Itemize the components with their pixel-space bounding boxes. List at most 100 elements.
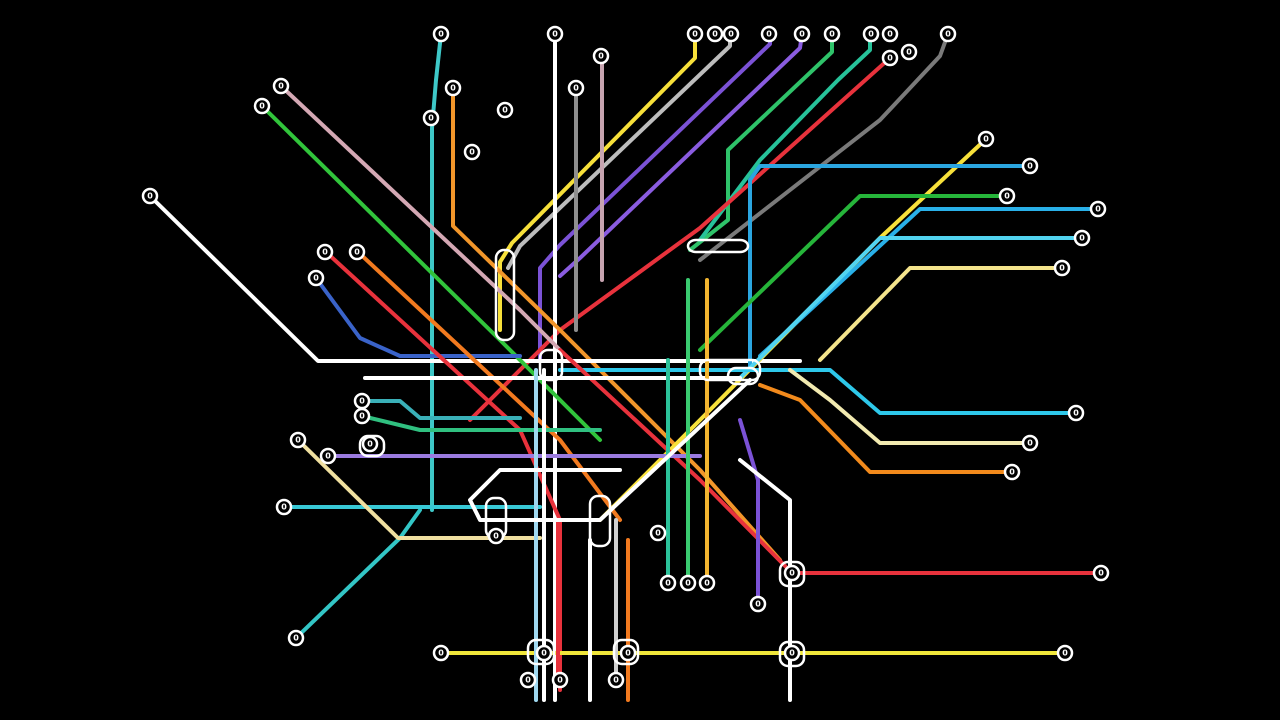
interchange-station [538, 348, 564, 382]
terminal-station-circle [353, 407, 371, 425]
terminal-station-circle [881, 49, 899, 67]
line-skyblue-east [758, 207, 1100, 358]
terminal-station-label: 0 [493, 532, 499, 541]
terminal-station-marker: 0 [253, 97, 271, 115]
terminal-station-marker: 0 [1021, 157, 1039, 175]
terminal-station-circle [760, 25, 778, 43]
terminal-station-marker: 0 [316, 243, 334, 261]
terminal-station-label: 0 [789, 569, 795, 578]
terminal-station-marker: 0 [592, 47, 610, 65]
terminal-station-label: 0 [598, 52, 604, 61]
terminal-station-label: 0 [469, 148, 475, 157]
terminal-station-circle [1067, 404, 1085, 422]
terminal-station-marker: 0 [760, 25, 778, 43]
terminal-station-label: 0 [450, 84, 456, 93]
terminal-station-marker: 0 [783, 644, 801, 662]
line-red-ne [468, 56, 892, 422]
terminal-station-circle [487, 527, 505, 545]
line-cream-east-lower [788, 368, 1032, 445]
terminal-station-circle [1056, 644, 1074, 662]
terminal-station-circle [679, 574, 697, 592]
terminal-station-circle [348, 243, 366, 261]
terminal-station-circle [649, 524, 667, 542]
terminal-station-marker: 0 [607, 671, 625, 689]
terminal-station-marker: 0 [783, 564, 801, 582]
interchange-station [494, 248, 516, 342]
terminal-station-marker: 0 [659, 574, 677, 592]
line-green-ne [688, 32, 834, 252]
terminal-station-marker: 0 [1089, 200, 1107, 218]
terminal-station-circle [287, 629, 305, 647]
line-cyan-east-lower [558, 368, 1078, 415]
terminal-station-circle [567, 79, 585, 97]
terminal-station-circle [432, 644, 450, 662]
terminal-station-label: 0 [692, 30, 698, 39]
terminal-station-circle [823, 25, 841, 43]
terminal-station-circle [361, 435, 379, 453]
terminal-station-circle [272, 77, 290, 95]
interchange-station [778, 640, 806, 668]
terminal-station-marker: 0 [881, 25, 899, 43]
line-cyan-southwest [294, 508, 422, 640]
terminal-station-circle [686, 25, 704, 43]
terminal-station-circle [793, 25, 811, 43]
terminal-station-marker: 0 [519, 671, 537, 689]
line-green-east [698, 194, 1012, 352]
terminal-station-circle [496, 101, 514, 119]
terminal-station-label: 0 [359, 412, 365, 421]
line-green-loop [360, 414, 602, 432]
terminal-station-label: 0 [367, 440, 373, 449]
terminal-station-label: 0 [625, 649, 631, 658]
terminal-station-circle [998, 187, 1016, 205]
terminal-station-marker: 0 [487, 527, 505, 545]
terminal-station-marker: 0 [722, 25, 740, 43]
terminal-station-circle [316, 243, 334, 261]
terminal-station-circle [1003, 463, 1021, 481]
line-teal-loop [360, 399, 522, 420]
line-white-southeast [468, 378, 752, 522]
terminal-station-marker: 0 [307, 269, 325, 287]
terminal-station-circle [749, 595, 767, 613]
terminal-station-label: 0 [147, 192, 153, 201]
terminal-station-label: 0 [766, 30, 772, 39]
terminal-station-label: 0 [789, 649, 795, 658]
terminal-station-marker: 0 [881, 49, 899, 67]
terminal-station-marker: 0 [348, 243, 366, 261]
terminal-station-label: 0 [906, 48, 912, 57]
terminal-station-label: 0 [755, 600, 761, 609]
terminal-station-label: 0 [655, 529, 661, 538]
line-orange-north [451, 86, 782, 562]
terminal-station-marker: 0 [706, 25, 724, 43]
terminal-station-marker: 0 [289, 431, 307, 449]
line-gray-diagonal [506, 32, 732, 270]
line-white-east-main [738, 458, 792, 702]
terminal-station-marker: 0 [698, 574, 716, 592]
terminal-station-marker: 0 [900, 43, 918, 61]
terminal-station-marker: 0 [444, 79, 462, 97]
line-white-northwest [148, 194, 802, 363]
terminal-station-label: 0 [552, 30, 558, 39]
terminal-station-label: 0 [685, 579, 691, 588]
terminal-station-circle [422, 109, 440, 127]
terminal-station-label: 0 [1059, 264, 1065, 273]
terminal-station-circle [1073, 229, 1091, 247]
terminal-station-circle [900, 43, 918, 61]
terminal-station-circle [1089, 200, 1107, 218]
terminal-station-label: 0 [541, 649, 547, 658]
terminal-station-circle [592, 47, 610, 65]
terminal-station-marker: 0 [432, 644, 450, 662]
terminal-station-label: 0 [502, 106, 508, 115]
terminal-station-circle [1021, 434, 1039, 452]
terminal-station-marker: 0 [361, 435, 379, 453]
line-orange-west [356, 250, 622, 522]
terminal-station-label: 0 [557, 676, 563, 685]
terminal-station-circle [706, 25, 724, 43]
line-blue-west [314, 276, 522, 358]
interchange-station [778, 560, 806, 588]
terminal-station-label: 0 [1098, 569, 1104, 578]
terminal-station-label: 0 [1079, 234, 1085, 243]
terminal-station-label: 0 [322, 248, 328, 257]
terminal-station-label: 0 [1009, 468, 1015, 477]
terminal-station-marker: 0 [749, 595, 767, 613]
